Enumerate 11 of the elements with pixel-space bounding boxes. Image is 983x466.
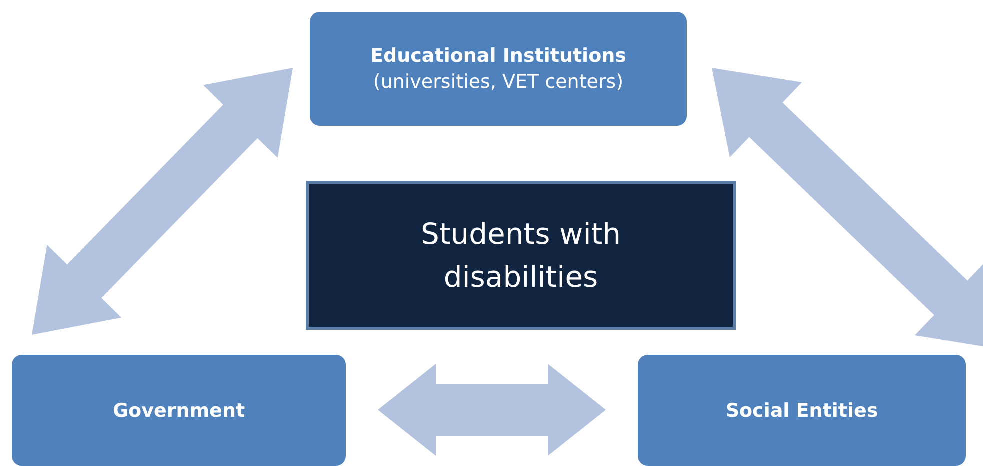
center-box (306, 181, 736, 330)
double-arrow (32, 68, 293, 335)
node-subtitle: (universities, VET centers) (373, 71, 624, 93)
process-box (310, 12, 687, 126)
process-box (638, 355, 966, 466)
process-box (12, 355, 346, 466)
node-title: Social Entities (726, 400, 878, 422)
node-title: Government (112, 400, 246, 422)
node-title: Students with disabilities (420, 216, 622, 296)
node-title: Educational Institutions (370, 45, 626, 67)
double-arrow (378, 364, 606, 456)
